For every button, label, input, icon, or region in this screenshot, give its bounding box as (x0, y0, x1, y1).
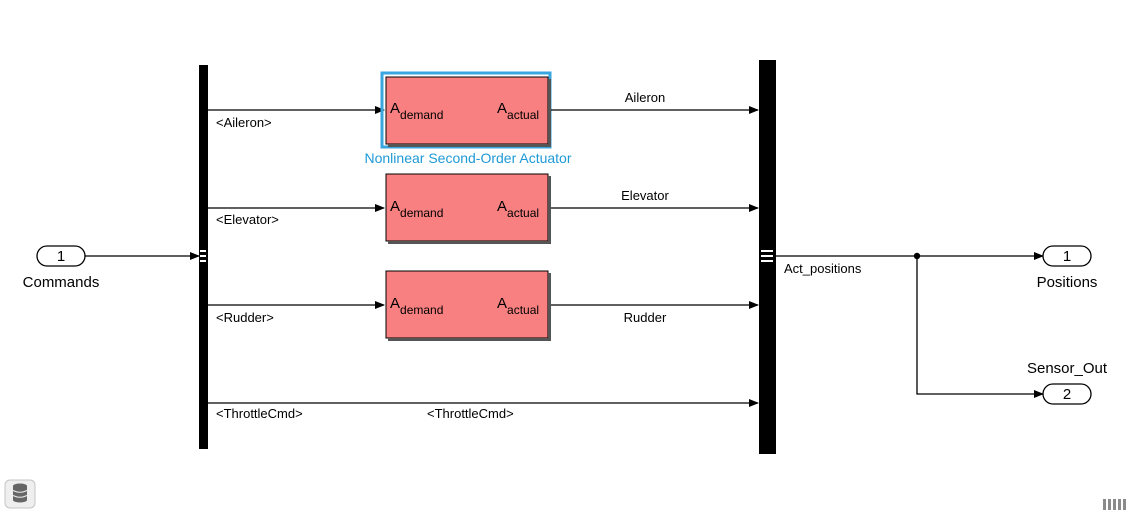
block-output-sub: actual (507, 303, 539, 317)
signal-label-throttle-in: <ThrottleCmd> (216, 406, 303, 421)
block-input-sub: demand (400, 303, 443, 317)
inport-commands[interactable]: 1 Commands (23, 245, 100, 291)
signal-label-elevator-out: Elevator (621, 188, 669, 203)
actuator-block-rudder[interactable]: Ademand Aactual (385, 270, 551, 341)
block-name-label[interactable]: Nonlinear Second-Order Actuator (365, 150, 572, 166)
outport-positions[interactable]: 1 Positions (1037, 245, 1098, 291)
block-output-sub: actual (507, 206, 539, 220)
signal-label-rudder-in: <Rudder> (216, 310, 274, 325)
block-input-label: A (390, 100, 400, 117)
outport-name: Positions (1037, 274, 1098, 291)
outport-number: 2 (1063, 386, 1071, 403)
block-output-label: A (497, 295, 507, 312)
block-input-label: A (390, 295, 400, 312)
signal-label-act-positions: Act_positions (784, 261, 862, 276)
actuator-block-aileron[interactable]: Ademand Aactual (380, 71, 552, 149)
outport-number: 1 (1063, 248, 1071, 265)
bus-selector[interactable] (199, 65, 208, 449)
sensor-out-line[interactable] (916, 256, 1044, 398)
block-input-sub: demand (400, 108, 443, 122)
signal-label-aileron-in: <Aileron> (216, 115, 272, 130)
block-input-sub: demand (400, 206, 443, 220)
block-input-label: A (390, 198, 400, 215)
outport-name: Sensor_Out (1027, 360, 1108, 377)
signal-label-rudder-out: Rudder (624, 310, 667, 325)
svg-text:Ademand: Ademand (390, 295, 443, 317)
outport-sensor-out[interactable]: Sensor_Out 2 (1027, 360, 1108, 405)
signal-label-throttle-pass: <ThrottleCmd> (427, 406, 514, 421)
status-bar-grip-icon (1103, 499, 1126, 510)
data-store-icon[interactable] (4, 479, 36, 509)
svg-text:Aactual: Aactual (497, 198, 539, 220)
svg-text:Ademand: Ademand (390, 100, 443, 122)
bus-creator[interactable] (759, 60, 776, 454)
inport-number: 1 (57, 248, 65, 265)
actuator-block-elevator[interactable]: Ademand Aactual (385, 173, 551, 244)
block-output-sub: actual (507, 108, 539, 122)
inport-name: Commands (23, 274, 100, 291)
signal-label-elevator-in: <Elevator> (216, 212, 279, 227)
block-output-label: A (497, 198, 507, 215)
signal-label-aileron-out: Aileron (625, 90, 665, 105)
svg-text:Aactual: Aactual (497, 100, 539, 122)
block-output-label: A (497, 100, 507, 117)
svg-text:Ademand: Ademand (390, 198, 443, 220)
svg-text:Aactual: Aactual (497, 295, 539, 317)
